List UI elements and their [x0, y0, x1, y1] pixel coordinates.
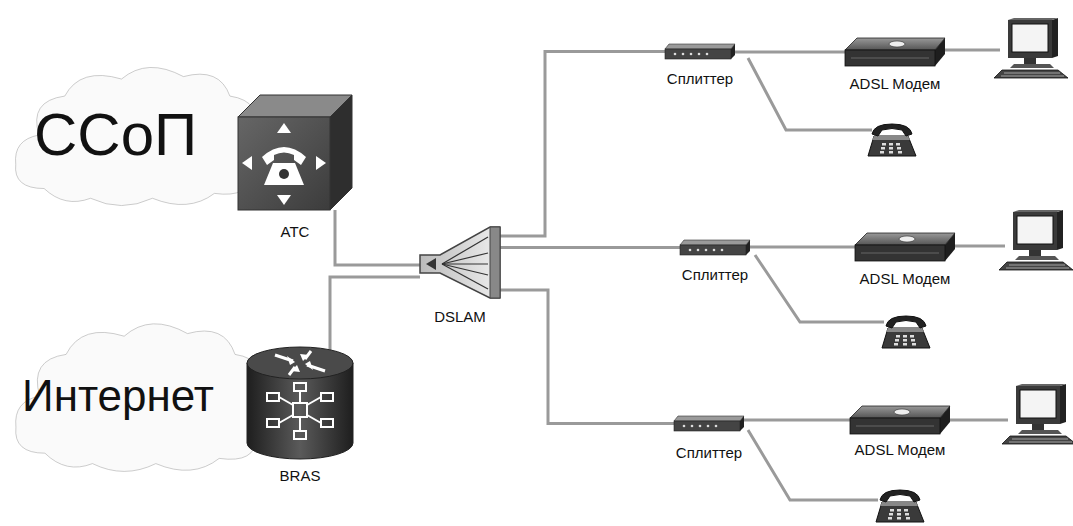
- line-connector: [750, 246, 855, 249]
- line-connector: [735, 51, 845, 54]
- line-connector: [500, 246, 680, 249]
- atc-icon: [238, 95, 352, 210]
- line-connector: [500, 52, 665, 237]
- device-label: Сплиттер: [682, 267, 748, 284]
- dslam-icon: [420, 225, 500, 300]
- pc-wire: [948, 419, 1008, 422]
- phone-wire: [748, 58, 872, 130]
- phone-wire: [748, 430, 878, 500]
- splitter-box: Сплиттер: [680, 240, 750, 255]
- device-label: ADSL Модем: [860, 271, 951, 288]
- line-connector: [744, 419, 850, 422]
- cloud-label: ССоП: [34, 102, 197, 168]
- modem-icon: [855, 233, 955, 261]
- modem-box: ADSL Модем: [855, 233, 955, 261]
- dslam-node: DSLAM: [420, 225, 500, 300]
- device-label: ADSL Модем: [855, 442, 946, 459]
- modem-icon: [845, 38, 945, 66]
- network-cloud: ССоП: [8, 62, 266, 208]
- cloud-label: Интернет: [22, 372, 214, 420]
- bras-router: BRAS: [245, 345, 355, 460]
- line-connector: [335, 210, 420, 265]
- device-label: BRAS: [280, 468, 321, 485]
- device-label: DSLAM: [434, 309, 486, 326]
- computer-icon: [994, 18, 1068, 78]
- splitter-icon: [680, 240, 750, 255]
- network-cloud: Интернет: [8, 318, 272, 474]
- device-label: Сплиттер: [667, 71, 733, 88]
- modem-box: ADSL Модем: [850, 406, 950, 434]
- modem-icon: [850, 406, 950, 434]
- splitter-box: Сплиттер: [665, 44, 735, 59]
- device-label: ADSL Модем: [850, 76, 941, 93]
- device-label: Сплиттер: [676, 445, 742, 462]
- bras-icon: [245, 345, 355, 460]
- splitter-icon: [665, 44, 735, 59]
- device-label: АТС: [281, 224, 310, 241]
- splitter-box: Сплиттер: [674, 416, 744, 431]
- atc-switch: АТС: [238, 95, 352, 210]
- pc-wire: [944, 49, 1000, 52]
- phone-icon: [876, 490, 924, 522]
- phone-icon: [868, 124, 916, 156]
- computer-icon: [1002, 384, 1073, 444]
- phone-icon: [882, 316, 930, 348]
- modem-box: ADSL Модем: [845, 38, 945, 66]
- splitter-icon: [674, 416, 744, 431]
- computer-icon: [999, 210, 1073, 270]
- phone-wire: [755, 255, 884, 322]
- pc-wire: [950, 245, 1005, 248]
- line-connector: [330, 277, 420, 350]
- line-connector: [500, 290, 674, 424]
